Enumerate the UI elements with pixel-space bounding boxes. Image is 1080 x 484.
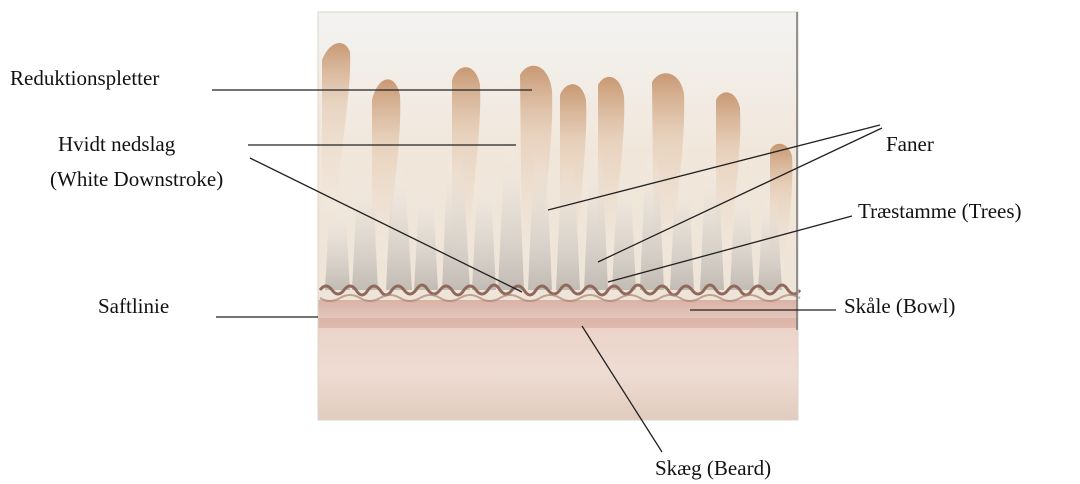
label-skaale: Skåle (Bowl) xyxy=(844,294,955,318)
label-saftlinie: Saftlinie xyxy=(98,294,169,318)
label-reduktionspletter: Reduktionspletter xyxy=(10,66,159,90)
label-traestamme: Træstamme (Trees) xyxy=(858,199,1022,223)
chromatogram-sample xyxy=(318,12,800,420)
beard-band xyxy=(318,318,798,328)
label-faner: Faner xyxy=(886,132,934,156)
label-skaeg: Skæg (Beard) xyxy=(655,456,771,480)
label-hvidt-nedslag: Hvidt nedslag xyxy=(58,132,175,156)
label-white-downstroke: (White Downstroke) xyxy=(50,167,223,191)
